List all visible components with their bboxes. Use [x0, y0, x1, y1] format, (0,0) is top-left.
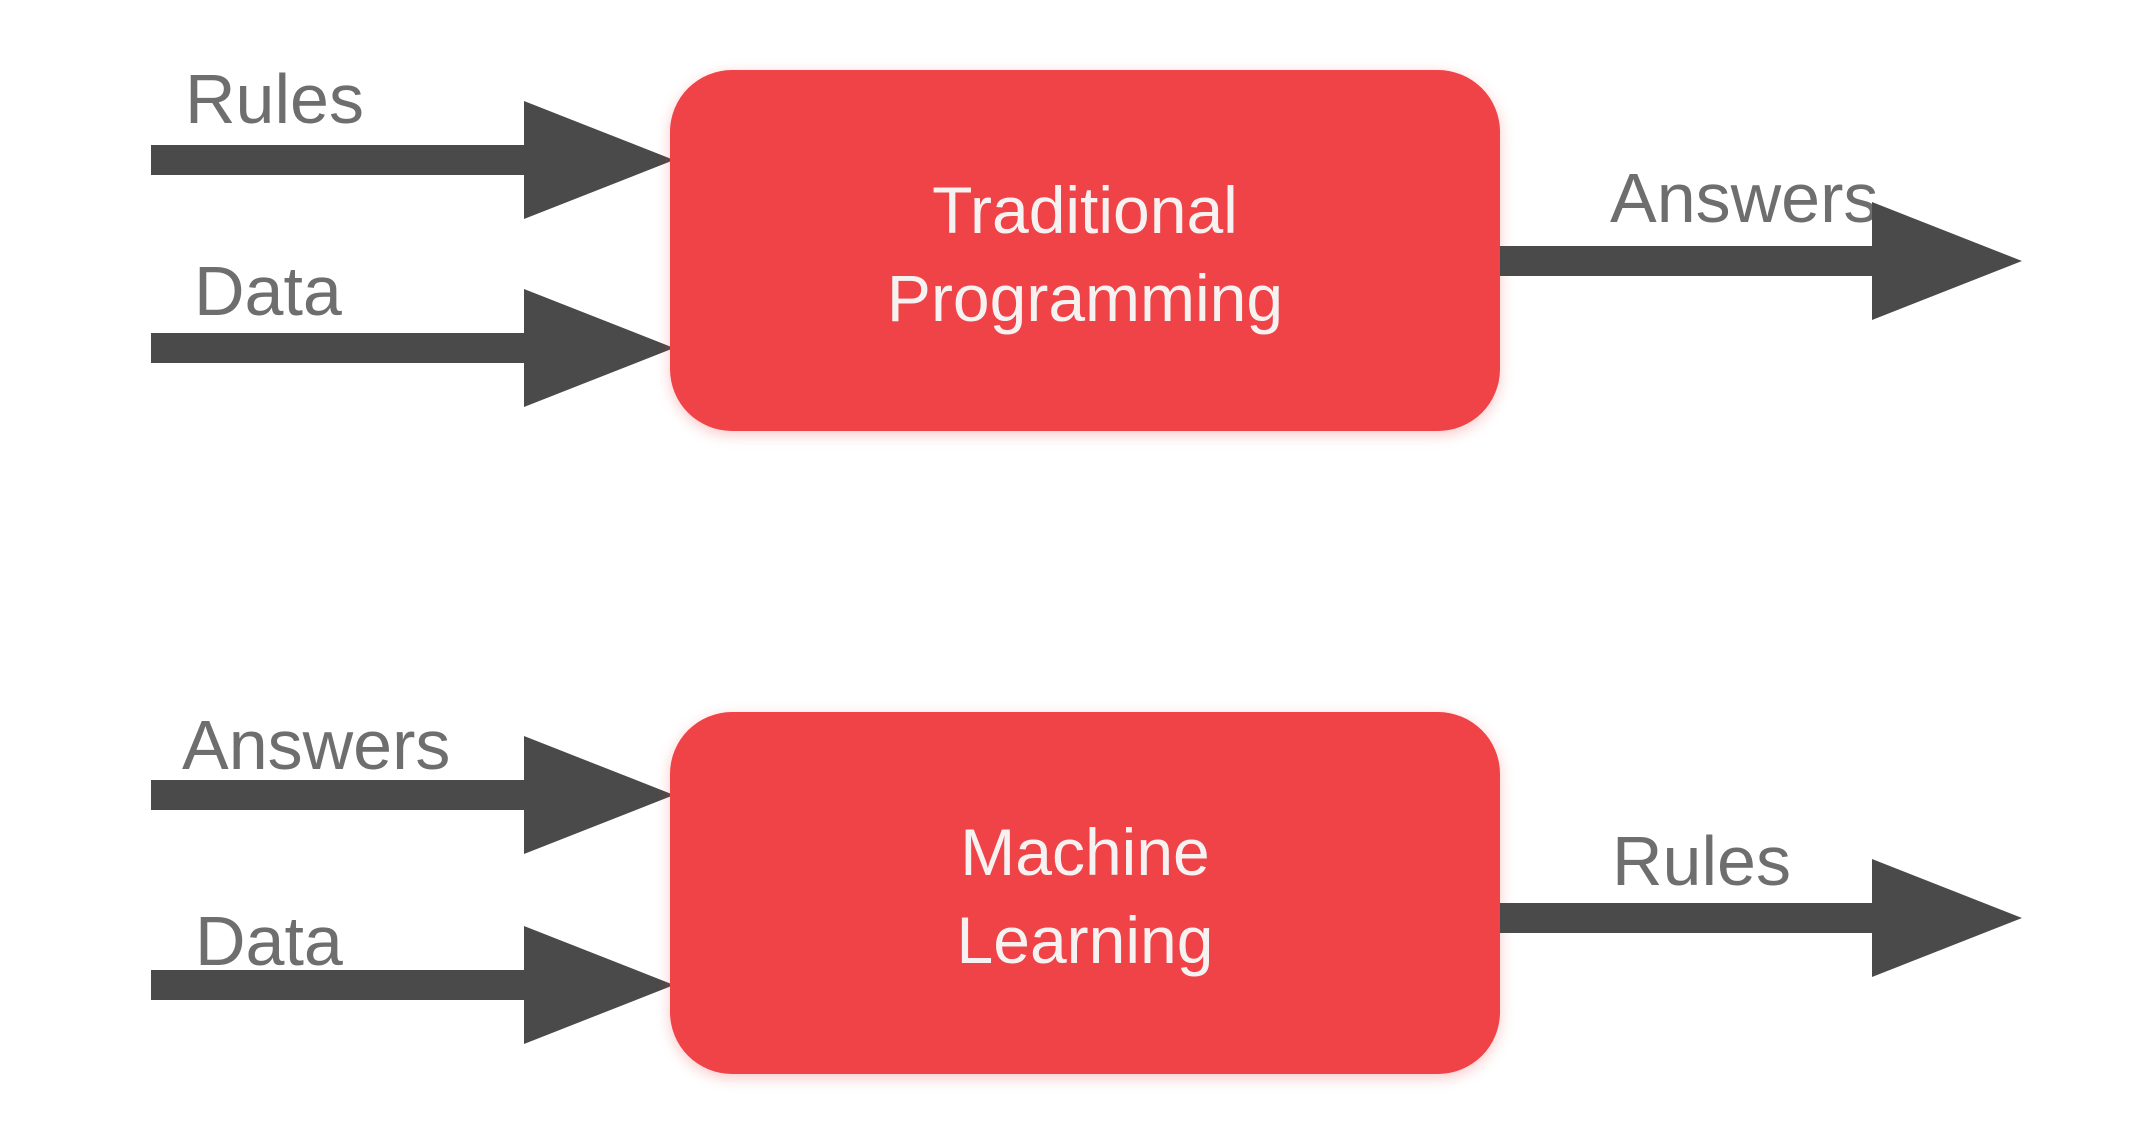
- rules-input-arrow: [151, 101, 825, 219]
- input-label-answers: Answers: [182, 706, 451, 784]
- arrow-head-icon: [524, 101, 674, 219]
- arrow-head-icon: [1872, 202, 2022, 320]
- arrow-shaft: [1500, 246, 1880, 276]
- box-label-line1: Traditional: [932, 172, 1238, 247]
- arrow-shaft: [151, 780, 524, 810]
- machine-learning-box: Machine Learning: [670, 712, 1500, 1074]
- answers-input-arrow: [151, 736, 825, 854]
- data-input-arrow: [151, 926, 825, 1044]
- input-label-data: Data: [194, 252, 342, 330]
- arrow-head-icon: [524, 736, 674, 854]
- rules-output-arrow: [1500, 859, 2022, 977]
- arrow-shaft: [151, 970, 524, 1000]
- box-label-line2: Programming: [886, 260, 1284, 335]
- input-label-rules: Rules: [185, 60, 364, 138]
- arrow-head-icon: [524, 289, 674, 407]
- traditional-programming-box: Traditional Programming: [670, 70, 1500, 431]
- arrow-head-icon: [1872, 859, 2022, 977]
- box-label-line1: Machine: [960, 815, 1210, 889]
- arrow-shaft: [151, 333, 524, 363]
- input-label-data: Data: [195, 902, 343, 980]
- data-input-arrow: [151, 289, 825, 407]
- arrow-shaft: [1500, 903, 1880, 933]
- answers-output-arrow: [1500, 202, 2022, 320]
- arrow-shaft: [151, 145, 524, 175]
- arrow-head-icon: [524, 926, 674, 1044]
- output-label-answers: Answers: [1610, 159, 1879, 237]
- output-label-rules: Rules: [1612, 822, 1791, 900]
- box-label-line2: Learning: [956, 903, 1214, 977]
